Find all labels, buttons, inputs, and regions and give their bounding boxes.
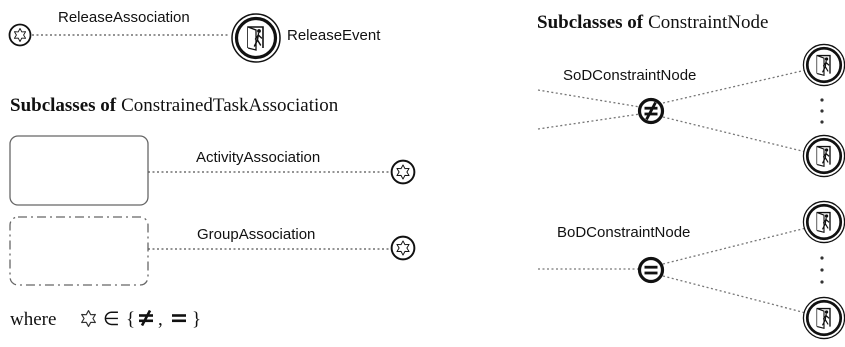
activity-association-label: ActivityAssociation bbox=[196, 149, 320, 166]
group-box bbox=[9, 216, 149, 286]
equal-icon bbox=[170, 314, 188, 323]
exit-door-icon bbox=[802, 296, 845, 340]
bod-outgoing-line bbox=[662, 275, 807, 314]
legend-element-of: ∈ bbox=[103, 309, 120, 330]
heading-bold: Subclasses of bbox=[10, 95, 117, 116]
heading-bold: Subclasses of bbox=[537, 12, 644, 33]
heading-class: ConstrainedTaskAssociation bbox=[121, 95, 339, 116]
sod-outgoing-line bbox=[662, 116, 807, 153]
legend-prefix: where bbox=[10, 309, 56, 330]
activity-box bbox=[9, 135, 149, 206]
legend-close-brace: } bbox=[192, 309, 201, 330]
exit-door-icon bbox=[802, 200, 845, 244]
legend-open-brace: { bbox=[126, 309, 135, 330]
sod-constraint-label: SoDConstraintNode bbox=[563, 67, 696, 84]
equal-icon bbox=[637, 256, 665, 284]
star-icon bbox=[390, 159, 416, 185]
star-icon bbox=[390, 235, 416, 261]
vertical-ellipsis bbox=[820, 98, 824, 124]
exit-door-icon bbox=[802, 43, 845, 87]
bod-constraint-label: BoDConstraintNode bbox=[557, 224, 690, 241]
group-association-label: GroupAssociation bbox=[197, 226, 315, 243]
not-equal-icon bbox=[137, 310, 155, 326]
legend-separator: , bbox=[158, 309, 163, 330]
star-icon bbox=[8, 23, 32, 47]
release-association-label: ReleaseAssociation bbox=[58, 9, 190, 26]
release-association-group: ReleaseAssociation ReleaseEvent bbox=[8, 9, 381, 64]
legend: where ∈ { , } bbox=[10, 309, 201, 330]
release-event-label: ReleaseEvent bbox=[287, 27, 381, 44]
sod-incoming-line bbox=[537, 113, 641, 130]
sod-outgoing-line bbox=[662, 69, 807, 104]
star-icon bbox=[81, 310, 96, 327]
bod-outgoing-line bbox=[662, 227, 807, 265]
vertical-ellipsis bbox=[820, 256, 824, 284]
heading-class: ConstraintNode bbox=[648, 12, 768, 33]
sod-incoming-line bbox=[537, 89, 641, 108]
not-equal-icon bbox=[637, 97, 665, 125]
exit-door-icon bbox=[802, 134, 845, 178]
exit-door-icon bbox=[230, 12, 282, 64]
